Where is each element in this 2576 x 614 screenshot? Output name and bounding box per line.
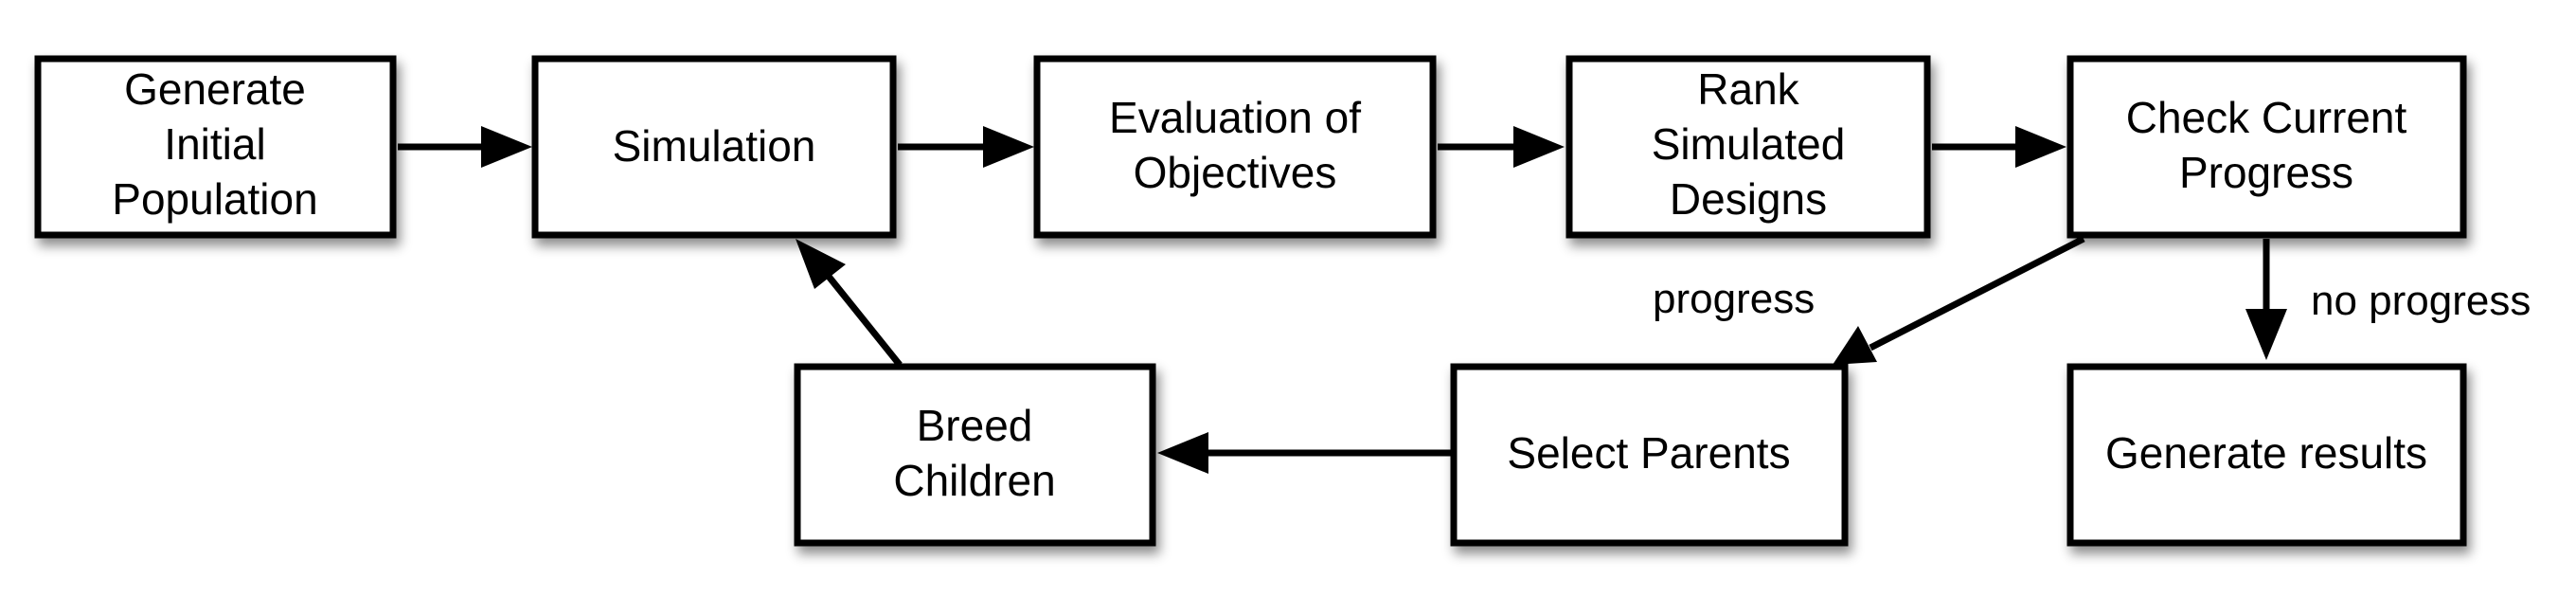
arrowhead-breed-to-simulation bbox=[796, 239, 846, 289]
node-text-line: Simulated bbox=[1652, 119, 1846, 169]
node-text-line: Check Current bbox=[2126, 93, 2407, 142]
edge-label-progress: progress bbox=[1653, 276, 1815, 322]
node-text-line: Objectives bbox=[1134, 148, 1337, 197]
node-text-line: Initial bbox=[164, 119, 265, 169]
node-text-line: Progress bbox=[2179, 148, 2353, 197]
node-text-line: Select Parents bbox=[1507, 428, 1790, 478]
edge-label-no-progress: no progress bbox=[2311, 278, 2531, 324]
arrowhead-generate-to-simulation bbox=[481, 126, 532, 168]
arrowhead-select-to-breed bbox=[1157, 432, 1208, 474]
node-text-line: Rank bbox=[1697, 64, 1799, 114]
node-text-line: Children bbox=[893, 456, 1055, 505]
node-text-line: Breed bbox=[917, 401, 1033, 450]
node-text-line: Generate results bbox=[2105, 428, 2427, 478]
arrowhead-check-to-select bbox=[1833, 326, 1877, 365]
node-text-line: Designs bbox=[1670, 174, 1827, 224]
node-rank-simulated-designs: Rank Simulated Designs bbox=[1565, 55, 1931, 239]
node-text-line: Population bbox=[112, 174, 317, 224]
node-text-line: Simulation bbox=[613, 121, 816, 171]
edge-breed-to-simulation bbox=[823, 270, 903, 368]
edges bbox=[398, 126, 2287, 474]
node-text-line: Generate bbox=[124, 64, 306, 114]
arrowhead-rank-to-check bbox=[2015, 126, 2066, 168]
arrowhead-evaluation-to-rank bbox=[1513, 126, 1565, 168]
node-generate-initial-population: Generate Initial Population bbox=[34, 55, 397, 239]
node-check-current-progress: Check Current Progress bbox=[2066, 55, 2467, 239]
arrowhead-simulation-to-evaluation bbox=[983, 126, 1034, 168]
node-simulation: Simulation bbox=[531, 55, 897, 239]
node-evaluation-of-objectives: Evaluation of Objectives bbox=[1033, 55, 1437, 239]
node-text-line: Evaluation of bbox=[1109, 93, 1361, 142]
node-breed-children: Breed Children bbox=[794, 363, 1156, 547]
node-select-parents: Select Parents bbox=[1450, 363, 1849, 547]
edge-check-to-select bbox=[1869, 235, 2085, 352]
arrowhead-check-to-results bbox=[2245, 309, 2287, 360]
node-generate-results: Generate results bbox=[2066, 363, 2467, 547]
